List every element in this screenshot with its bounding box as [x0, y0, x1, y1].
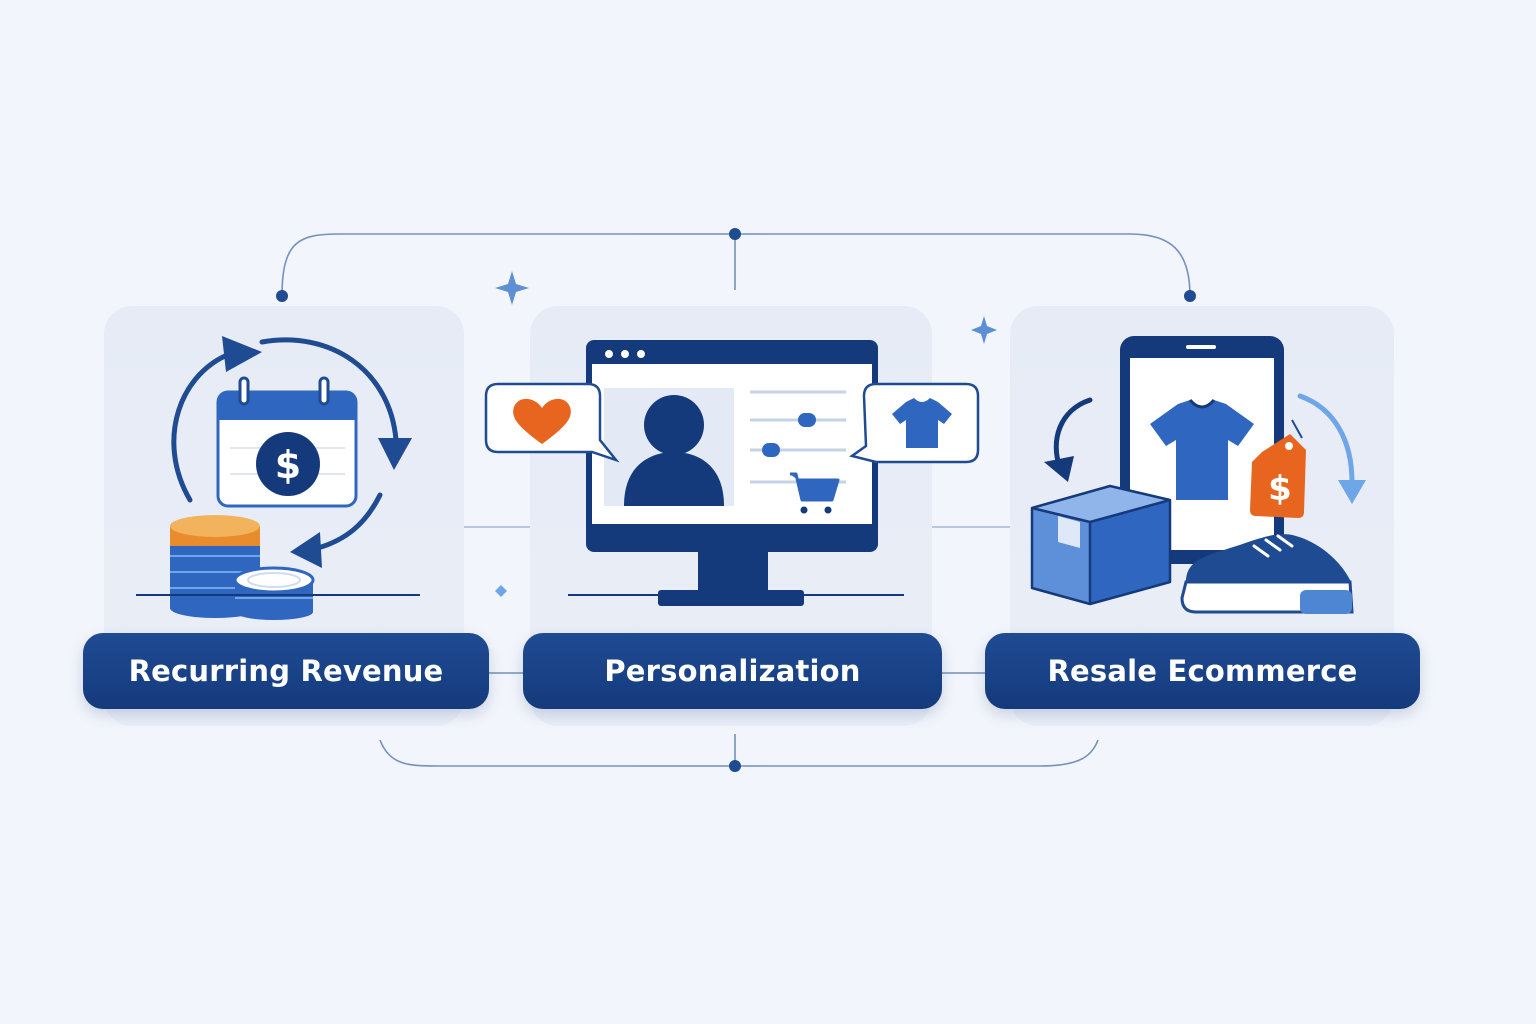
- sparkle-icon: [495, 271, 997, 597]
- coin-stack-icon: [170, 515, 315, 620]
- heart-bubble-icon: [484, 382, 620, 463]
- user-avatar-icon: [604, 388, 734, 506]
- recurring-revenue-label: Recurring Revenue: [83, 633, 489, 709]
- resale-ecommerce-label: Resale Ecommerce: [985, 633, 1420, 709]
- box-icon: [1030, 484, 1172, 606]
- shirt-icon: [1150, 398, 1254, 500]
- cycle-arrows-icon: [171, 337, 399, 551]
- personalization-label: Personalization: [523, 633, 942, 709]
- shirt-bubble-icon: [849, 382, 980, 464]
- sneaker-icon: [1180, 534, 1354, 614]
- price-tag-icon: $: [1250, 419, 1306, 518]
- shopping-cart-icon: [790, 472, 840, 514]
- svg-text:$: $: [1268, 469, 1292, 509]
- dollar-icon: $: [256, 432, 320, 496]
- return-arrows-icon: [1044, 393, 1366, 504]
- svg-text:$: $: [275, 443, 301, 487]
